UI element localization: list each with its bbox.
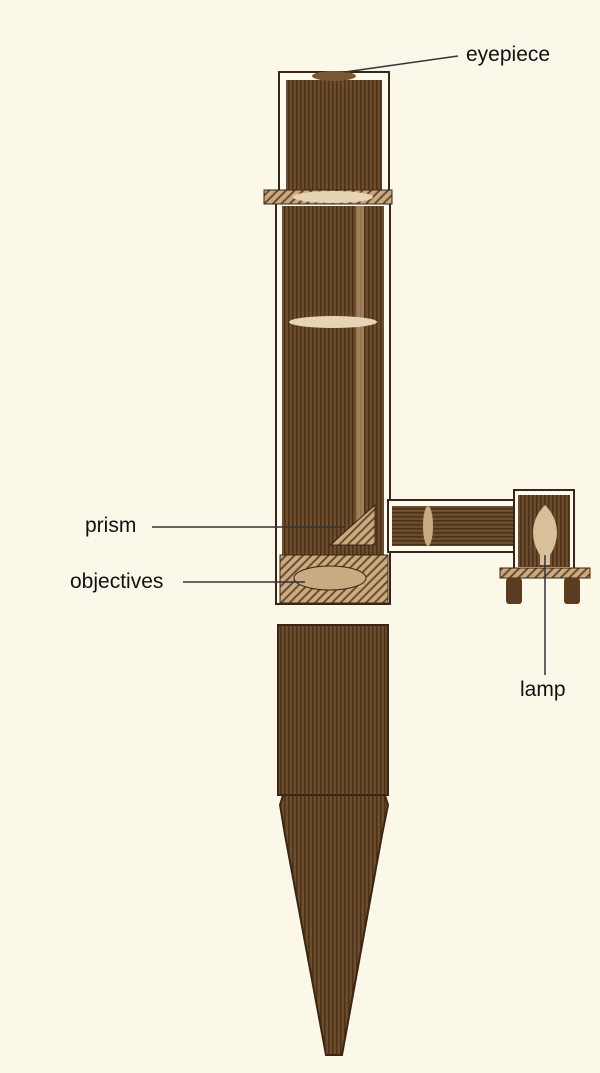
eye-lens: [293, 191, 373, 203]
label-prism: prism: [85, 514, 137, 537]
label-objectives: objectives: [70, 570, 164, 593]
label-lamp: lamp: [520, 678, 566, 701]
eyepiece-part: [278, 71, 390, 197]
lamp-housing: [499, 489, 591, 604]
lower-tube: [277, 624, 390, 1056]
upper-tube: [275, 199, 391, 605]
side-arm: [387, 499, 519, 553]
lamp-bulb: [533, 505, 557, 565]
objective-lens: [293, 565, 367, 591]
eyepiece-leader: [344, 55, 459, 73]
label-eyepiece: eyepiece: [466, 43, 551, 66]
prism-part: [328, 503, 376, 546]
field-lens: [289, 316, 377, 328]
